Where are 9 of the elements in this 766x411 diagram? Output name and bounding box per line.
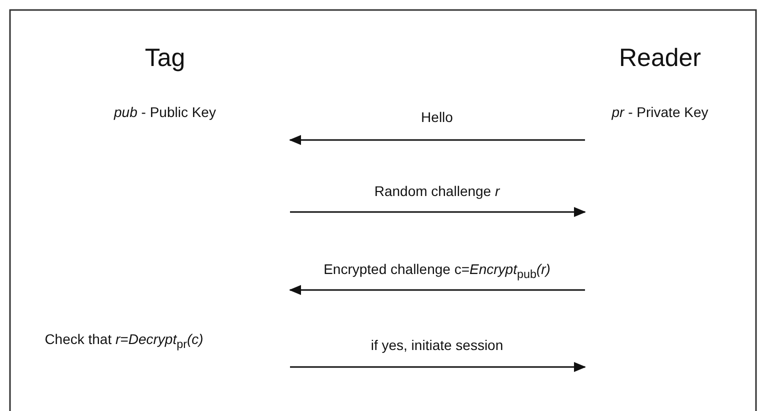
message-label: Encrypted challenge c=Encrypt$_{pub}$(r) bbox=[324, 261, 550, 281]
message-label: Hello bbox=[421, 109, 453, 125]
message-label: Random challenge r bbox=[374, 183, 500, 199]
heading: Tag bbox=[144, 44, 186, 73]
heading: Reader bbox=[619, 44, 701, 73]
key-label: pub - Public Key bbox=[114, 104, 216, 120]
key-label: pr - Private Key bbox=[612, 104, 708, 120]
note-text: Check that r=Decrypt$_{pr}$(c) bbox=[44, 331, 204, 351]
message-label: if yes, initiate session bbox=[370, 337, 504, 353]
